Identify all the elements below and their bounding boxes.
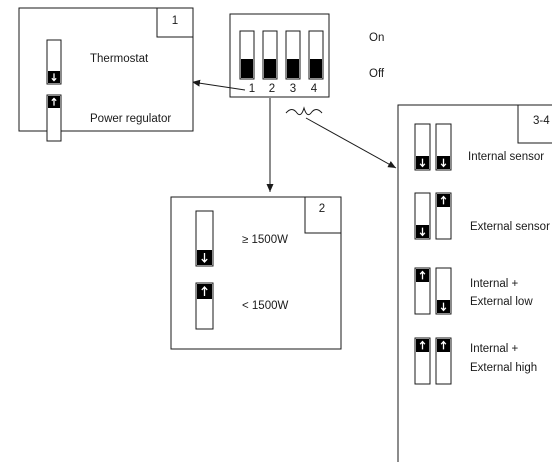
box-2: 2 ≥ 1500W < 1500W [170,196,342,350]
internal-external-high-label-line-2: External high [470,362,537,374]
on-label: On [369,32,384,44]
dip-toggle-4 [308,30,324,80]
internal-external-low-switch-4-icon [435,267,452,315]
internal-external-low-switch-3-icon [414,267,431,315]
dip-position-3: 3 [290,83,296,95]
thermostat-label: Thermostat [90,53,149,65]
dip-toggle-2 [262,30,278,80]
dip-switch: 1 2 3 4 [229,13,330,98]
high-power-label: ≥ 1500W [242,234,288,246]
box-3-4: 3-4 Internal sensor External sensor Inte… [397,104,552,462]
low-power-label: < 1500W [242,300,288,312]
power-regulator-switch-icon [46,94,62,142]
internal-sensor-switch-3-icon [414,123,431,171]
internal-external-high-label-line-1: Internal + [470,343,519,355]
external-sensor-switch-4-icon [435,192,452,240]
internal-external-high-switch-3-icon [414,337,431,385]
internal-external-low-label-line-1: Internal + [470,278,519,290]
box-2-tag: 2 [319,203,325,215]
off-label: Off [369,68,385,80]
arrow-to-box-3-4 [305,117,397,169]
external-sensor-switch-3-icon [414,192,431,240]
dip-position-2: 2 [269,83,275,95]
internal-external-low-label-line-2: External low [470,296,533,308]
dip-toggle-3 [285,30,301,80]
dip-toggle-1 [239,30,255,80]
high-power-switch-icon [195,210,214,267]
box-1-tag: 1 [172,15,178,27]
brace-3-4 [285,106,323,116]
box-3-4-tag: 3-4 [533,115,550,127]
internal-sensor-label: Internal sensor [468,151,544,163]
dip-position-1: 1 [249,83,255,95]
box-1: 1 Thermostat Power regulator [18,7,194,142]
low-power-switch-icon [195,282,214,330]
internal-sensor-switch-4-icon [435,123,452,171]
arrow-to-box-1 [191,79,246,91]
external-sensor-label: External sensor [470,221,550,233]
internal-external-high-switch-4-icon [435,337,452,385]
dip-position-4: 4 [311,83,318,95]
power-regulator-label: Power regulator [90,113,171,125]
thermostat-switch-icon [46,39,62,85]
